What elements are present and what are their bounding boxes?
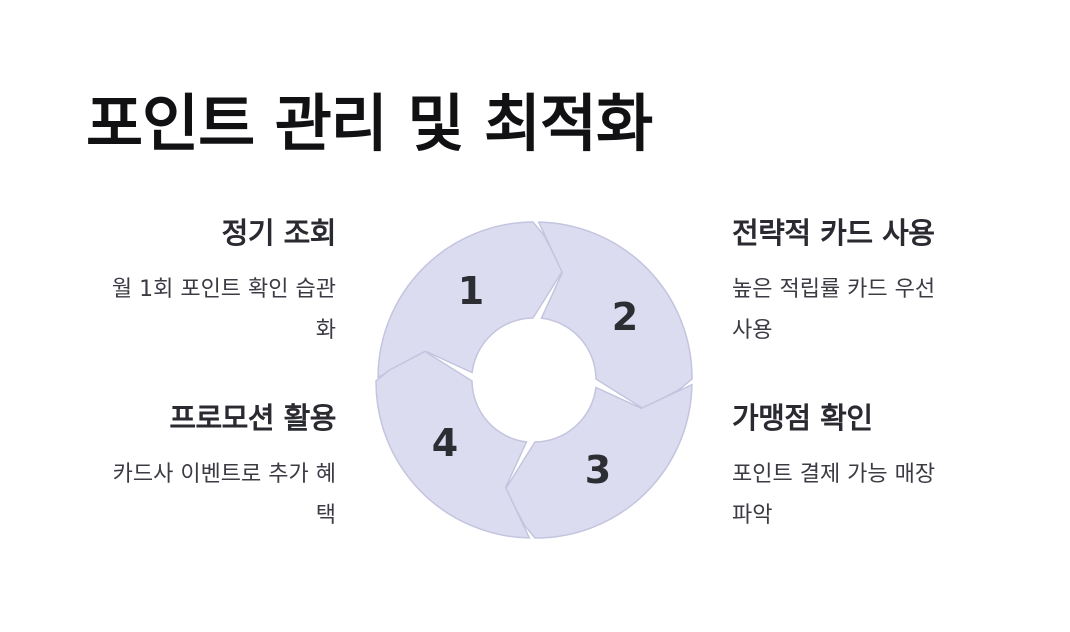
step-3-title: 가맹점 확인 bbox=[732, 401, 873, 435]
cycle-diagram: 1 2 3 4 bbox=[375, 221, 693, 539]
cycle-segment-2 bbox=[537, 221, 693, 410]
step-1-description: 월 1회 포인트 확인 습관 화 bbox=[76, 269, 336, 351]
step-3-text: 가맹점 확인 포인트 결제 가능 매장 파악 bbox=[732, 400, 992, 536]
step-4-description-line-2: 택 bbox=[315, 503, 336, 529]
step-2-description: 높은 적립률 카드 우선 사용 bbox=[732, 269, 992, 351]
page-title: 포인트 관리 및 최적화 bbox=[86, 87, 653, 160]
step-2-text: 전략적 카드 사용 높은 적립률 카드 우선 사용 bbox=[732, 215, 992, 351]
step-2-number: 2 bbox=[612, 295, 638, 339]
cycle-segment-1 bbox=[377, 221, 564, 379]
step-4-description-line-1: 카드사 이벤트로 추가 혜 bbox=[112, 462, 336, 488]
step-1-number: 1 bbox=[458, 269, 484, 313]
step-3-description-line-2: 파악 bbox=[732, 503, 773, 529]
step-2-description-line-1: 높은 적립률 카드 우선 bbox=[732, 277, 936, 303]
step-3-description: 포인트 결제 가능 매장 파악 bbox=[732, 454, 992, 536]
step-3-number: 3 bbox=[585, 448, 611, 492]
step-1-description-line-1: 월 1회 포인트 확인 습관 bbox=[111, 277, 336, 303]
step-1-text: 정기 조회 월 1회 포인트 확인 습관 화 bbox=[76, 215, 337, 351]
step-2-description-line-2: 사용 bbox=[732, 318, 773, 344]
step-4-text: 프로모션 활용 카드사 이벤트로 추가 혜 택 bbox=[76, 400, 337, 536]
step-1-description-line-2: 화 bbox=[315, 318, 336, 344]
step-2-title: 전략적 카드 사용 bbox=[732, 216, 935, 250]
step-4-title: 프로모션 활용 bbox=[169, 401, 336, 435]
step-4-number: 4 bbox=[432, 421, 458, 465]
cycle-segment-3 bbox=[504, 383, 693, 539]
step-3-description-line-1: 포인트 결제 가능 매장 bbox=[732, 462, 936, 488]
cycle-segment-4 bbox=[375, 350, 531, 539]
step-4-description: 카드사 이벤트로 추가 혜 택 bbox=[76, 454, 336, 536]
step-1-title: 정기 조회 bbox=[221, 216, 337, 250]
